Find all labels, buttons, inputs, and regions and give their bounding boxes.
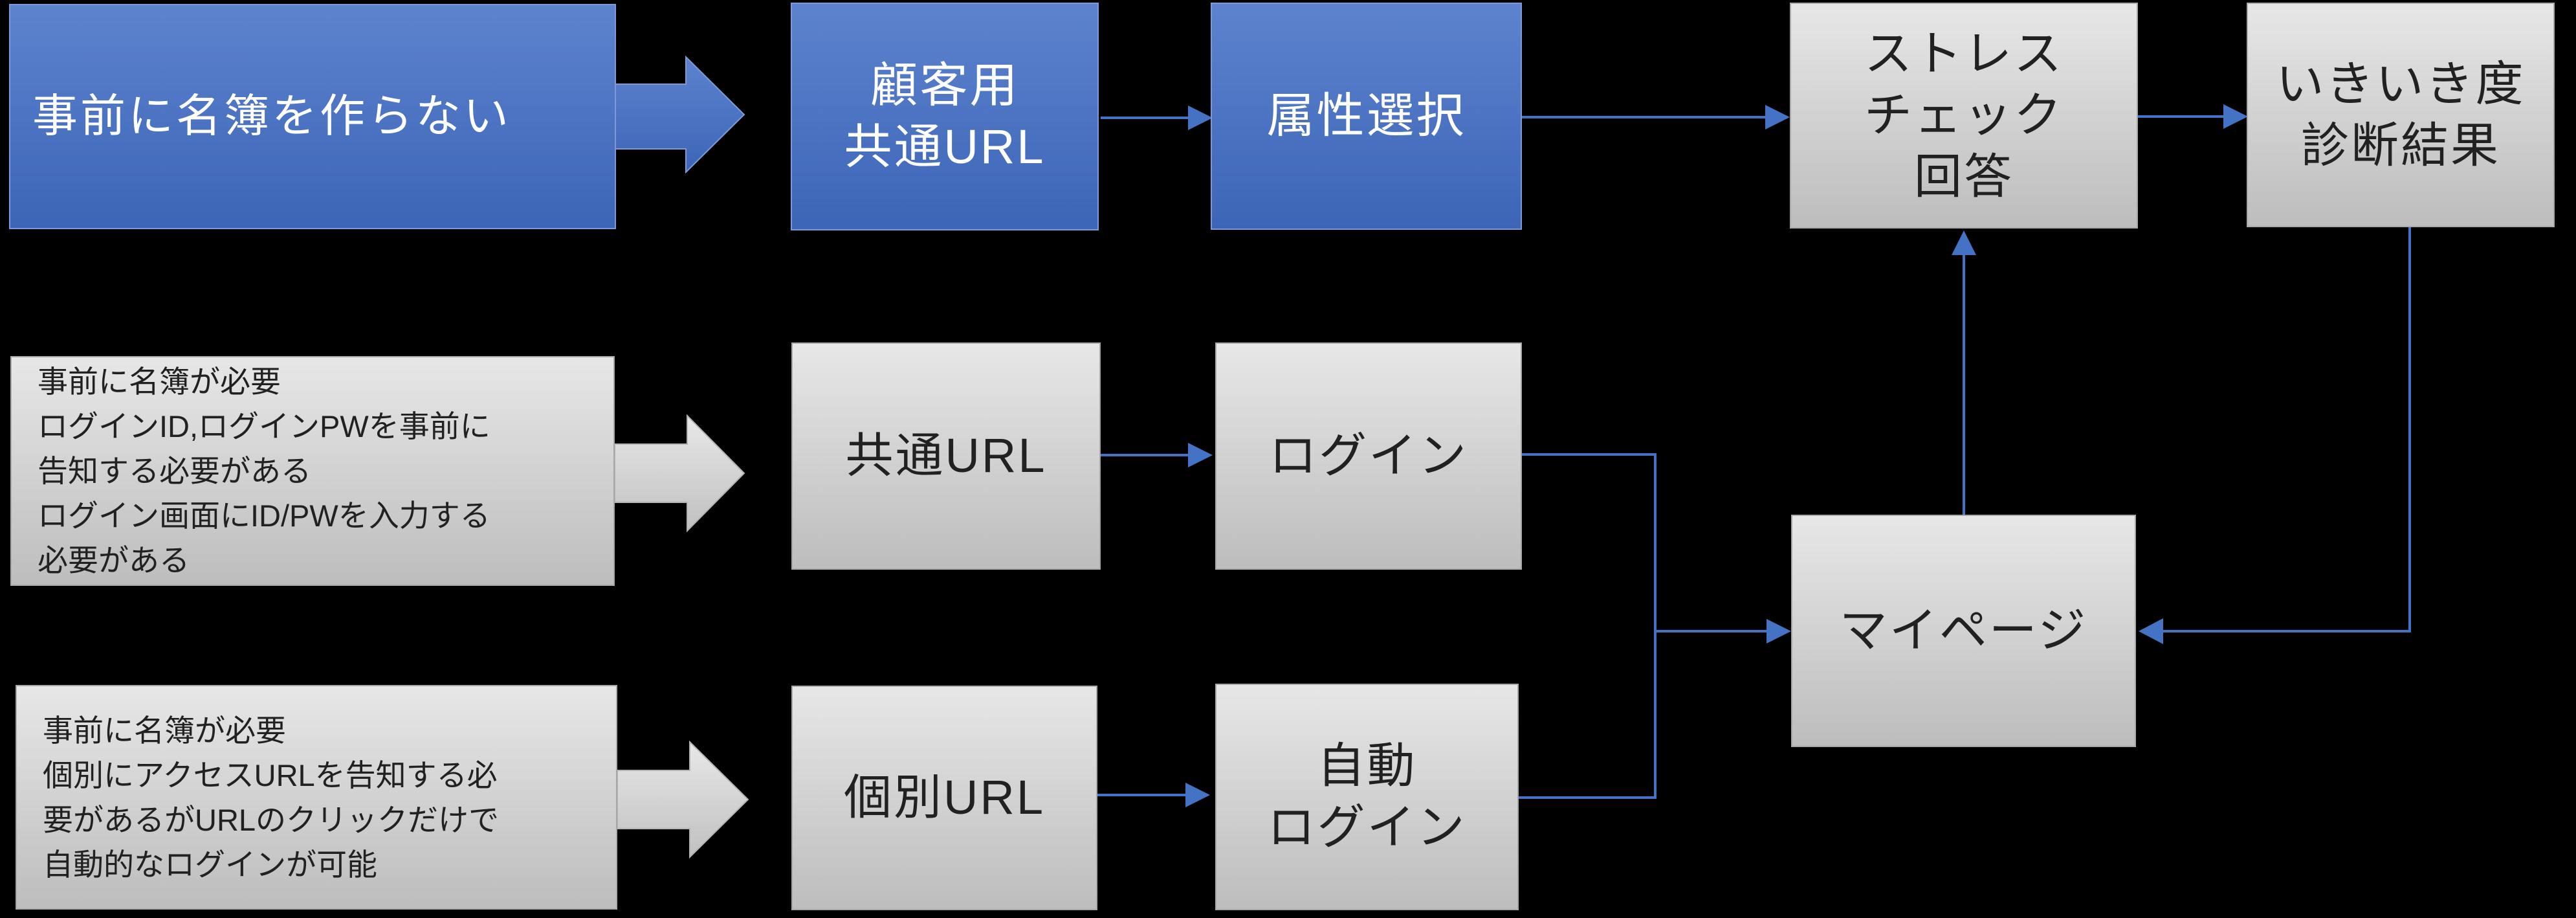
note-individual-line3: 要があるがURLのクリックだけで [43,802,500,837]
node-auto-login: 自動 ログイン [1215,684,1519,910]
block-arrow-gray-individual [617,740,749,859]
connector-login-autologin-merge [1519,453,1657,799]
node-ikiiki-result-line1: いきいき度 [2276,56,2526,111]
arrowhead-ikiiki-mypage [2139,618,2163,644]
note-roster-needed-login: 事前に名簿が必要 ログインID,ログインPWを事前に 告知する必要がある ログイ… [10,356,615,586]
block-arrow-blue [614,55,745,174]
arrowhead-individualurl-autologin [1185,783,1210,807]
node-auto-login-line2: ログイン [1267,800,1467,854]
node-my-page-label: マイページ [1839,603,2088,658]
arrowhead-attribute-stress [1765,105,1790,129]
note-individual-line1: 事前に名簿が必要 [43,713,286,748]
arrowhead-customerurl-attribute [1188,106,1213,130]
node-my-page: マイページ [1791,515,2136,747]
arrowhead-merge-mypage [1767,619,1791,644]
node-stress-check-line3: 回答 [1914,149,2014,203]
node-common-url-label: 共通URL [845,429,1047,483]
node-no-roster-label: 事前に名簿を作らない [32,91,511,142]
node-no-roster: 事前に名簿を作らない [9,4,616,229]
node-login-label: ログイン [1269,429,1468,483]
node-common-url: 共通URL [791,342,1101,570]
node-individual-url-label: 個別URL [843,770,1046,825]
arrowhead-mypage-stress [1952,230,1976,255]
node-attribute-select-label: 属性選択 [1266,89,1466,143]
block-arrow-gray-common [614,414,745,533]
note-login-line1: 事前に名簿が必要 [38,364,281,399]
node-individual-url: 個別URL [791,686,1097,910]
note-login-line5: 必要がある [38,543,190,577]
connector-ikiiki-mypage [2163,227,2411,633]
note-individual-line2: 個別にアクセスURLを告知する必 [43,757,498,792]
node-customer-url: 顧客用 共通URL [791,3,1099,230]
node-stress-check-line2: チェック [1864,88,2064,142]
note-roster-needed-individual: 事前に名簿が必要 個別にアクセスURLを告知する必 要があるがURLのクリックだ… [16,685,617,910]
node-login: ログイン [1215,342,1522,570]
node-attribute-select: 属性選択 [1211,3,1522,230]
note-login-line3: 告知する必要がある [38,454,311,488]
note-login-line4: ログイン画面にID/PWを入力する [38,498,490,533]
node-customer-url-line2: 共通URL [844,120,1046,174]
node-auto-login-line1: 自動 [1317,739,1417,793]
node-ikiiki-result: いきいき度 診断結果 [2247,3,2555,227]
note-login-line2: ログインID,ログインPWを事前に [38,409,490,443]
note-individual-line4: 自動的なログインが可能 [43,847,377,882]
arrowhead-commonurl-login [1188,443,1213,467]
node-ikiiki-result-line2: 診断結果 [2301,118,2500,172]
node-stress-check-line1: ストレス [1864,27,2064,81]
node-stress-check: ストレス チェック 回答 [1790,3,2138,229]
arrowhead-stress-ikiiki [2223,104,2248,129]
node-customer-url-line1: 顧客用 [870,58,1020,113]
